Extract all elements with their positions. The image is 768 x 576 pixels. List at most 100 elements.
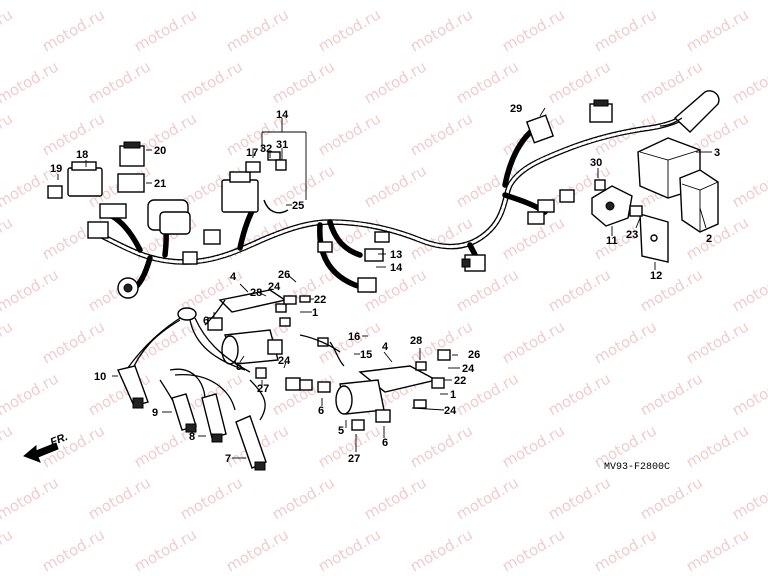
watermark-text: motod.ru xyxy=(453,0,522,3)
callout-numbers: 1 1 2 3 4 4 5 5 6 6 6 7 8 9 10 11 12 13 … xyxy=(50,103,720,465)
watermark-text: motod.ru xyxy=(407,525,476,575)
relay-box-upper xyxy=(221,151,289,214)
watermark-text: motod.ru xyxy=(637,473,706,523)
watermark-text: motod.ru xyxy=(0,109,16,159)
watermark-text: motod.ru xyxy=(0,473,62,523)
ignition-coil-group-right xyxy=(299,349,451,431)
watermark-text: motod.ru xyxy=(453,473,522,523)
watermark-text: motod.ru xyxy=(223,213,292,263)
watermark-text: motod.ru xyxy=(499,5,568,55)
callout-18: 18 xyxy=(76,149,88,161)
watermark-text: motod.ru xyxy=(0,5,16,55)
watermark-text: motod.ru xyxy=(361,57,430,107)
callout-24: 24 xyxy=(444,405,457,417)
watermark-text: motod.ru xyxy=(223,5,292,55)
watermark-text: motod.ru xyxy=(591,317,660,367)
callout-8: 8 xyxy=(189,431,195,443)
front-arrow-icon xyxy=(23,442,59,463)
callout-22: 22 xyxy=(314,294,326,306)
callout-4: 4 xyxy=(230,271,237,283)
callout-19: 19 xyxy=(50,163,62,175)
callout-31: 31 xyxy=(276,139,288,151)
watermark-text: motod.ru xyxy=(407,421,476,471)
callout-30: 30 xyxy=(590,157,602,169)
callout-29: 29 xyxy=(510,103,522,115)
watermark-text: motod.ru xyxy=(683,317,752,367)
watermark-text: motod.ru xyxy=(499,525,568,575)
watermark-text: motod.ru xyxy=(223,525,292,575)
watermark-text: motod.ru xyxy=(269,369,338,419)
watermark-text: motod.ru xyxy=(177,0,246,3)
watermark-text: motod.ru xyxy=(453,265,522,315)
callout-10: 10 xyxy=(94,371,106,383)
callout-11: 11 xyxy=(606,235,618,247)
watermark-text: motod.ru xyxy=(315,109,384,159)
watermark-text: motod.ru xyxy=(315,5,384,55)
watermark-text: motod.ru xyxy=(269,57,338,107)
callout-14: 14 xyxy=(276,109,289,121)
watermark-text: motod.ru xyxy=(729,161,768,211)
callout-24: 24 xyxy=(278,355,291,367)
callout-26: 26 xyxy=(278,269,290,281)
watermark-text: motod.ru xyxy=(361,161,430,211)
watermark-text: motod.ru xyxy=(499,317,568,367)
watermark-text: motod.ru xyxy=(0,265,62,315)
callout-28: 28 xyxy=(410,335,422,347)
callout-6: 6 xyxy=(382,437,388,449)
callout-24: 24 xyxy=(268,281,281,293)
watermark-text: motod.ru xyxy=(545,473,614,523)
callout-9: 9 xyxy=(152,407,158,419)
callout-3: 3 xyxy=(714,147,720,159)
watermark-text: motod.ru xyxy=(85,473,154,523)
callout-1: 1 xyxy=(450,389,456,401)
callout-4: 4 xyxy=(382,341,389,353)
watermark-text: motod.ru xyxy=(85,0,154,3)
watermark-text: motod.ru xyxy=(407,109,476,159)
watermark-text: motod.ru xyxy=(729,57,768,107)
watermark-text: motod.ru xyxy=(177,57,246,107)
leader-lines xyxy=(57,107,712,459)
diagram-code-label: MV93-F2800C xyxy=(604,462,670,473)
watermark-text: motod.ru xyxy=(545,369,614,419)
watermark-text: motod.ru xyxy=(177,473,246,523)
callout-6: 6 xyxy=(203,315,209,327)
callout-32: 32 xyxy=(260,143,272,155)
watermark-text: motod.ru xyxy=(545,0,614,3)
spark-plug-leads xyxy=(117,299,267,471)
watermark-text: motod.ru xyxy=(499,421,568,471)
watermark-text: motod.ru xyxy=(0,57,62,107)
watermark-text: motod.ru xyxy=(269,0,338,3)
watermark-text: motod.ru xyxy=(683,5,752,55)
watermark-text: motod.ru xyxy=(269,473,338,523)
watermark-text: motod.ru xyxy=(545,265,614,315)
watermark-text: motod.ru xyxy=(453,57,522,107)
watermark-text: motod.ru xyxy=(39,109,108,159)
watermark-text: motod.ru xyxy=(729,473,768,523)
watermark-text: motod.ru xyxy=(591,525,660,575)
watermark-text: motod.ru xyxy=(131,317,200,367)
watermark-text: motod.ru xyxy=(0,421,16,471)
watermark-text: motod.ru xyxy=(683,421,752,471)
callout-12: 12 xyxy=(650,270,662,282)
callout-1: 1 xyxy=(312,307,318,319)
callout-27: 27 xyxy=(348,453,360,465)
callout-15: 15 xyxy=(360,349,372,361)
callout-28: 28 xyxy=(250,287,262,299)
watermark-text: motod.ru xyxy=(637,265,706,315)
watermark-text: motod.ru xyxy=(131,5,200,55)
relay-group-left xyxy=(47,141,191,299)
watermark-text: motod.ru xyxy=(85,57,154,107)
watermark-text: motod.ru xyxy=(729,369,768,419)
watermark-text: motod.ru xyxy=(407,5,476,55)
watermark-text: motod.ru xyxy=(131,525,200,575)
watermark-text: motod.ru xyxy=(39,525,108,575)
callout-14: 14 xyxy=(390,262,403,274)
watermark-text: motod.ru xyxy=(39,5,108,55)
callout-5: 5 xyxy=(338,425,344,437)
callout-27: 27 xyxy=(257,383,269,395)
callout-25: 25 xyxy=(292,200,304,212)
callout-6: 6 xyxy=(318,405,324,417)
watermark-text: motod.ru xyxy=(729,265,768,315)
